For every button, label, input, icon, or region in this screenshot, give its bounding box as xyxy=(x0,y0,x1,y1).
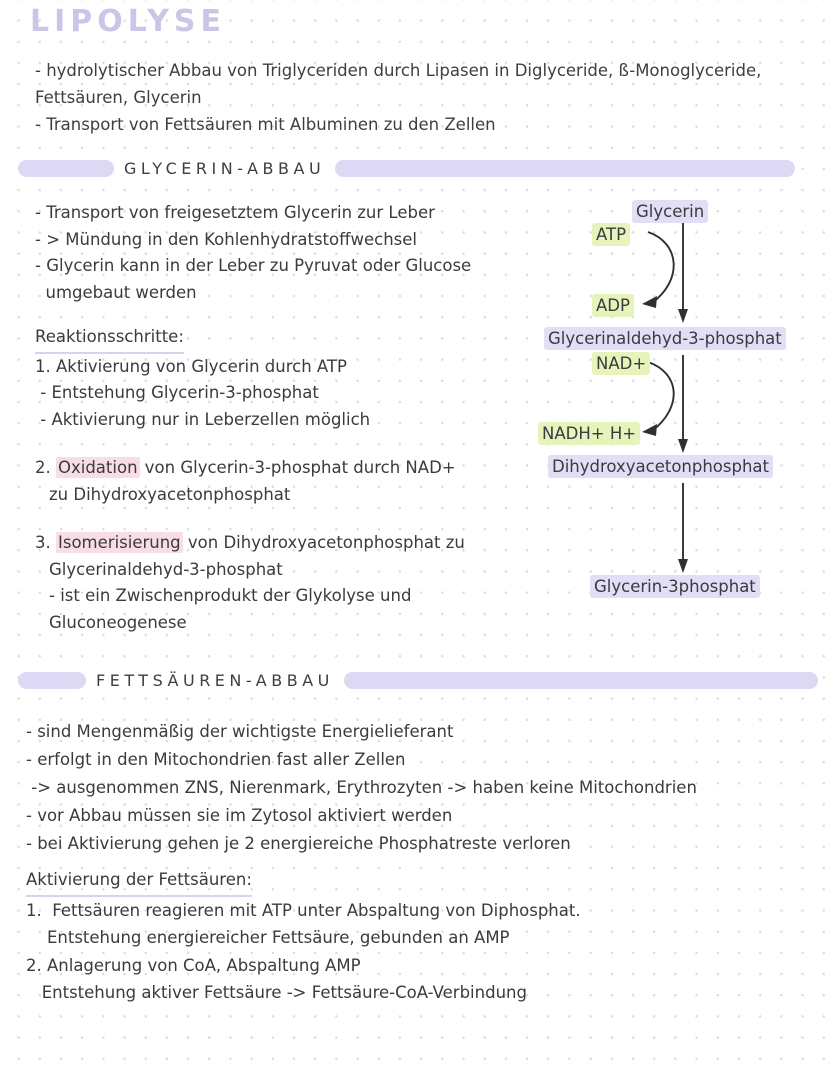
glycerin-step-3: 3. Isomerisierung von Dihydroxyacetonpho… xyxy=(35,530,535,557)
section-header-glycerin-label: GLYCERIN-ABBAU xyxy=(114,160,336,177)
glycerin-step-3-line4: Gluconeogenese xyxy=(49,612,187,632)
intro-line: Fettsäuren, Glycerin xyxy=(35,88,202,107)
glycerin-body: - Transport von freigesetztem Glycerin z… xyxy=(35,200,535,636)
reaktionsschritte-heading: Reaktionsschritte: xyxy=(35,324,535,354)
glycerin-bullet: umgebaut werden xyxy=(35,282,197,302)
step-text: von Dihydroxyacetonphosphat zu xyxy=(182,533,465,552)
diagram-node-atp: ATP xyxy=(592,223,631,246)
glycerin-bullet: - Transport von freigesetztem Glycerin z… xyxy=(35,203,435,222)
glycerin-bullet: - Glycerin kann in der Leber zu Pyruvat … xyxy=(35,256,472,275)
intro-line: - Transport von Fettsäuren mit Albuminen… xyxy=(35,115,496,134)
aktivierung-step: Entstehung aktiver Fettsäure -> Fettsäur… xyxy=(26,983,527,1002)
arrow-head xyxy=(678,309,688,323)
arrow-head xyxy=(642,424,657,436)
step-number: 1. xyxy=(35,356,51,376)
glycerin-step-2: 2. Oxidation von Glycerin-3-phosphat dur… xyxy=(35,455,535,482)
section-header-fettsaeuren-label: FETTSÄUREN-ABBAU xyxy=(86,672,344,689)
fettsaeuren-bullet: - erfolgt in den Mitochondrien fast alle… xyxy=(26,750,406,769)
fettsaeuren-body: - sind Mengenmäßig der wichtigste Energi… xyxy=(26,718,796,858)
cofactor-curve xyxy=(647,231,675,304)
cofactor-curve xyxy=(647,361,675,432)
glycerin-step-1-sub: - Aktivierung nur in Leberzellen möglich xyxy=(35,409,371,429)
glycerin-bullet: - > Mündung in den Kohlenhydratstoffwech… xyxy=(35,229,417,249)
spacer xyxy=(35,508,535,530)
glycerin-step-1-sub: - Entstehung Glycerin-3-phosphat xyxy=(35,383,319,402)
spacer xyxy=(35,433,535,455)
header-bar-right xyxy=(343,672,818,689)
diagram-node-glycerin-3phosphat: Glycerin-3phosphat xyxy=(590,575,760,598)
page-title: LIPOLYSE xyxy=(30,4,227,39)
aktivierung-label: Aktivierung der Fettsäuren: xyxy=(26,866,252,897)
diagram-node-nad-plus: NAD+ xyxy=(592,352,651,375)
aktivierung-step: 1. Fettsäuren reagieren mit ATP unter Ab… xyxy=(26,900,581,920)
step-number: 2. xyxy=(35,458,51,477)
arrow-head xyxy=(678,559,688,573)
glycerin-step-3-line3: - ist ein Zwischenprodukt der Glykolyse … xyxy=(49,586,412,605)
step-text: Aktivierung von Glycerin durch ATP xyxy=(50,356,347,376)
glycerin-step-1: 1. Aktivierung von Glycerin durch ATP xyxy=(35,354,535,381)
aktivierung-step: Entstehung energiereicher Fettsäure, geb… xyxy=(26,928,510,947)
fettsaeuren-bullet: - bei Aktivierung gehen je 2 energiereic… xyxy=(26,834,571,853)
intro-line: - hydrolytischer Abbau von Triglyceriden… xyxy=(35,61,762,80)
header-bar-right xyxy=(335,160,796,177)
spacer xyxy=(35,306,535,324)
arrow-head xyxy=(678,439,688,453)
fettsaeuren-bullet: -> ausgenommen ZNS, Nierenmark, Erythroz… xyxy=(26,778,697,797)
glycerin-pathway-diagram: Glycerin ATP ADP Glycerinaldehyd-3-phosp… xyxy=(530,195,828,615)
highlight-oxidation: Oxidation xyxy=(56,457,140,478)
intro-block: - hydrolytischer Abbau von Triglyceriden… xyxy=(35,57,795,138)
fettsaeuren-bullet: - vor Abbau müssen sie im Zytosol aktivi… xyxy=(26,806,453,825)
section-header-fettsaeuren: FETTSÄUREN-ABBAU xyxy=(18,672,818,689)
section-header-glycerin: GLYCERIN-ABBAU xyxy=(18,160,818,177)
pathway-arrows xyxy=(642,222,688,573)
aktivierung-block: Aktivierung der Fettsäuren: 1. Fettsäure… xyxy=(26,866,796,1007)
arrow-head xyxy=(642,296,657,308)
diagram-node-adp: ADP xyxy=(592,294,634,317)
aktivierung-heading: Aktivierung der Fettsäuren: xyxy=(26,866,796,897)
header-bar-left xyxy=(18,160,114,177)
fettsaeuren-bullet: - sind Mengenmäßig der wichtigste Energi… xyxy=(26,722,454,741)
glycerin-step-2-line2: zu Dihydroxyacetonphosphat xyxy=(49,484,291,504)
highlight-isomerisierung: Isomerisierung xyxy=(56,532,183,553)
reaktionsschritte-label: Reaktionsschritte: xyxy=(35,324,184,354)
header-bar-left xyxy=(18,672,86,689)
diagram-node-glyceraldehyd-3-phosphat: Glycerinaldehyd-3-phosphat xyxy=(544,327,786,350)
step-number: 3. xyxy=(35,533,51,552)
step-text: von Glycerin-3-phosphat durch NAD+ xyxy=(139,458,456,477)
glycerin-step-3-line2: Glycerinaldehyd-3-phosphat xyxy=(49,559,283,579)
diagram-node-dihydroxyacetonphosphat: Dihydroxyacetonphosphat xyxy=(548,455,774,478)
diagram-node-glycerin: Glycerin xyxy=(632,200,709,223)
diagram-node-nadh-h: NADH+ H+ xyxy=(538,422,641,445)
aktivierung-step: 2. Anlagerung von CoA, Abspaltung AMP xyxy=(26,955,361,975)
